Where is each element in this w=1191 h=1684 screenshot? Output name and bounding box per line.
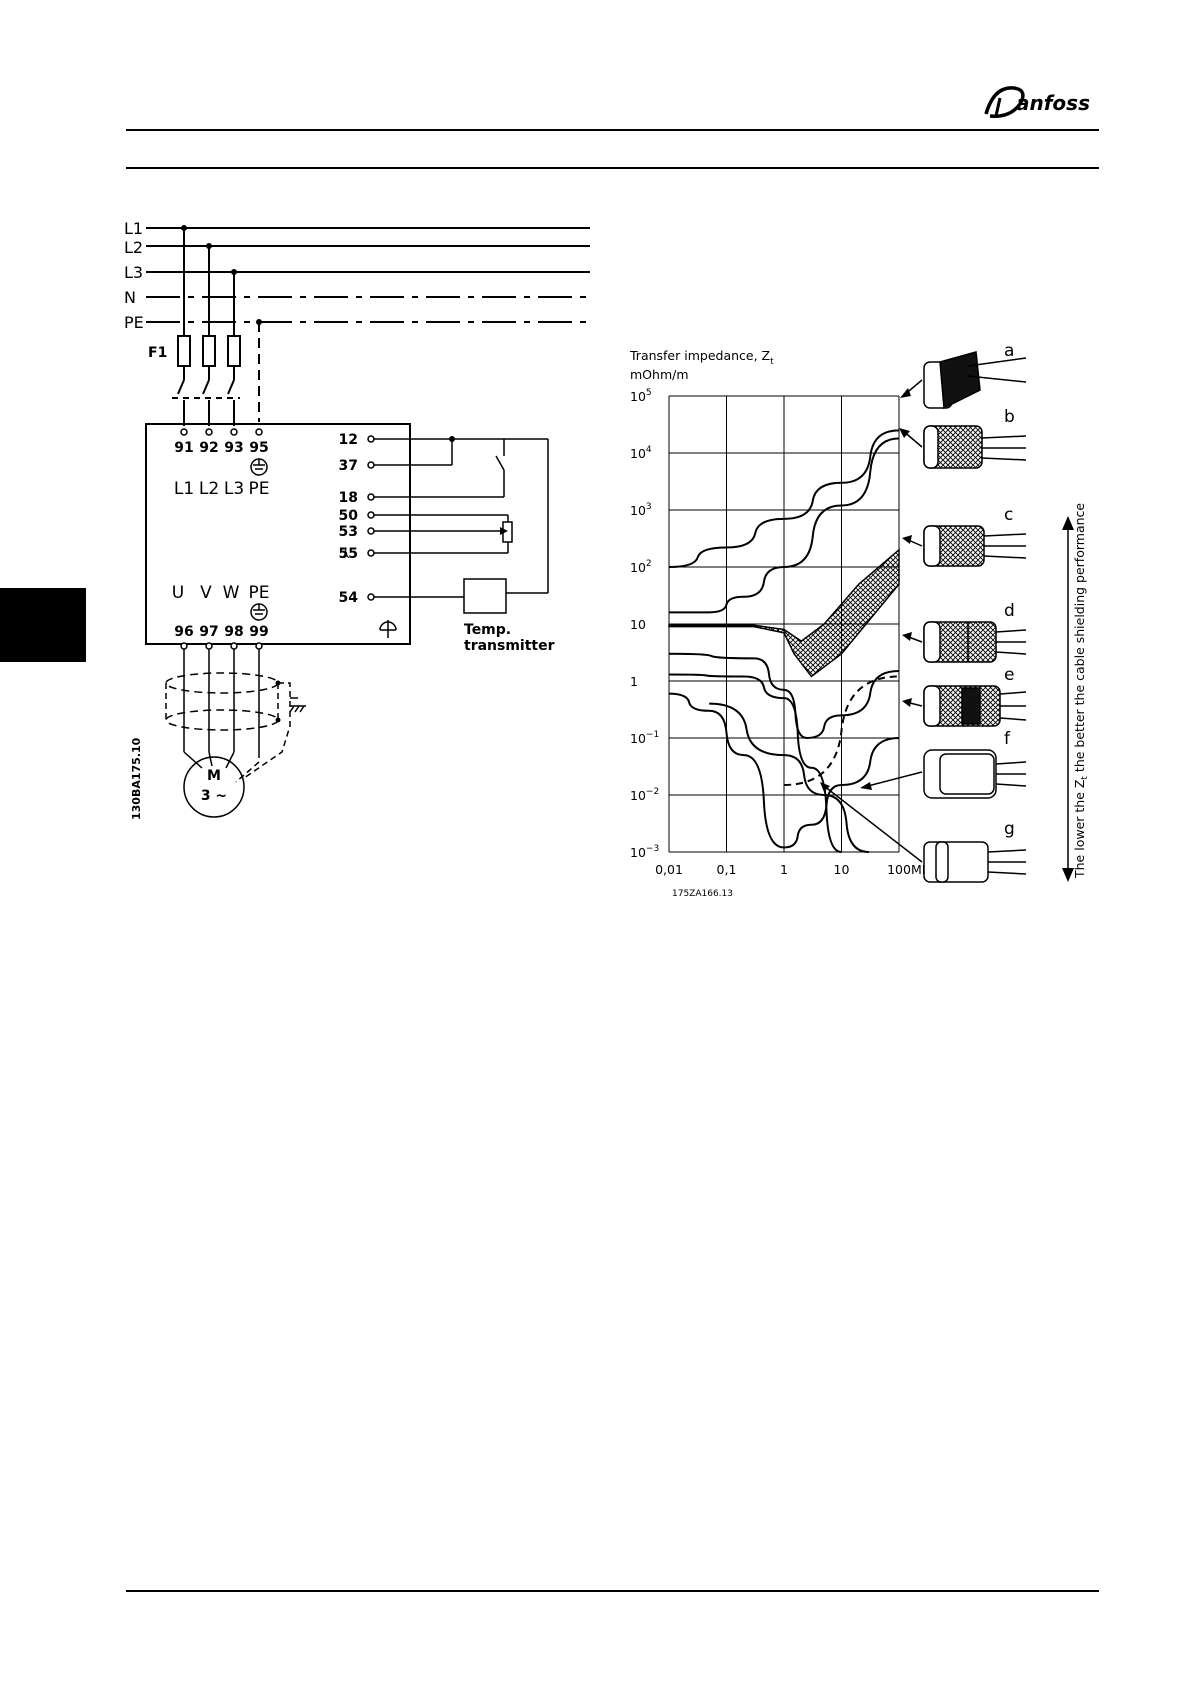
cable-f-icon — [923, 749, 1027, 799]
svg-text:anfoss: anfoss — [1016, 91, 1090, 115]
output-label-u: U — [172, 583, 184, 603]
supply-label-l2: L2 — [124, 238, 143, 257]
fuse-label: F1 — [148, 345, 167, 361]
series-b-line — [669, 437, 900, 614]
terminal-97: 97 — [199, 624, 218, 640]
y-tick-label: 103 — [630, 502, 652, 518]
cable-a-icon — [923, 351, 1027, 410]
wiring-diagram: L1 L2 L3 N PE F — [124, 219, 590, 820]
terminal-53: 53 — [339, 524, 358, 540]
supply-label-l1: L1 — [124, 219, 143, 238]
cable-d-icon — [923, 621, 1027, 663]
x-tick-label: 1 — [780, 862, 788, 877]
header-rule-top — [126, 129, 1099, 131]
input-label-l3: L3 — [224, 479, 244, 499]
output-label-v: V — [200, 583, 212, 603]
series-g-line — [668, 692, 900, 849]
x-tick-label: 0,1 — [717, 862, 737, 877]
ground-icon — [250, 603, 268, 621]
chart-title: Transfer impedance, Zt — [629, 348, 774, 367]
terminal-98: 98 — [224, 624, 243, 640]
wiring-figure-code: 130BA175.10 — [130, 737, 143, 820]
input-label-pe: PE — [249, 479, 270, 499]
chart-figure-code: 175ZA166.13 — [672, 889, 733, 899]
output-label-w: W — [223, 583, 240, 603]
y-tick-label: 10−2 — [630, 787, 659, 803]
x-tick-label: 10 — [834, 862, 850, 877]
terminal-99: 99 — [249, 624, 268, 640]
cable-label-f: f — [1004, 729, 1011, 749]
terminal-50: 50 — [339, 508, 359, 524]
motor-label: M — [207, 768, 221, 784]
y-tick-label: 10−1 — [630, 730, 659, 746]
cable-label-d: d — [1004, 601, 1015, 621]
series-f-dashed-line — [783, 675, 900, 786]
cable-label-g: g — [1004, 819, 1015, 839]
cable-c-icon — [923, 525, 1027, 567]
series-g-tail-line — [709, 702, 869, 853]
terminal-37: 37 — [339, 458, 358, 474]
supply-label-l3: L3 — [124, 263, 143, 282]
terminal-18: 18 — [339, 490, 358, 506]
x-axis-ticks: 0,01 0,1 1 10 100 — [655, 862, 911, 877]
supply-label-pe: PE — [124, 313, 144, 332]
cable-g-icon — [923, 841, 1027, 883]
terminal-12: 12 — [339, 432, 358, 448]
terminal-91: 91 — [174, 440, 193, 456]
common-icon: ⅄ — [341, 547, 350, 561]
x-tick-label: 100 — [887, 862, 911, 877]
terminal-95: 95 — [249, 440, 268, 456]
transmitter-label-1: Temp. — [464, 622, 511, 638]
side-note: The lower the Zt the better the cable sh… — [1072, 503, 1090, 879]
series-a-line — [668, 429, 900, 568]
x-tick-label: 0,01 — [655, 862, 683, 877]
chapter-side-tab — [0, 588, 86, 662]
cable-label-b: b — [1004, 407, 1015, 427]
cable-label-c: c — [1004, 505, 1013, 525]
input-label-l2: L2 — [199, 479, 219, 499]
terminal-93: 93 — [224, 440, 243, 456]
cable-e-icon — [923, 685, 1027, 727]
terminal-54: 54 — [339, 590, 359, 606]
series-c-band — [668, 548, 900, 678]
danfoss-logo: anfoss — [984, 86, 1090, 118]
transfer-impedance-chart: Transfer impedance, Zt mOhm/m 105 104 103 1… — [629, 341, 1090, 899]
y-tick-label: 104 — [630, 445, 652, 461]
y-tick-label: 10−3 — [630, 844, 659, 860]
cable-b-icon — [923, 425, 1027, 469]
y-tick-label: 10 — [630, 617, 646, 632]
motor-phase-label: 3 ~ — [201, 788, 227, 804]
terminal-92: 92 — [199, 440, 218, 456]
input-label-l1: L1 — [174, 479, 194, 499]
ground-icon — [250, 458, 268, 476]
output-label-pe: PE — [249, 583, 270, 603]
y-tick-label: 105 — [630, 388, 652, 404]
supply-label-n: N — [124, 288, 136, 307]
chassis-ground-icon — [379, 620, 397, 638]
y-tick-label: 1 — [630, 674, 638, 689]
terminal-55: 55 — [339, 546, 358, 562]
terminal-96: 96 — [174, 624, 193, 640]
chart-grid — [668, 395, 900, 853]
chart-unit: mOhm/m — [630, 367, 689, 382]
y-tick-label: 102 — [630, 559, 652, 575]
cable-label-e: e — [1004, 665, 1014, 685]
footer-rule — [126, 1590, 1099, 1592]
header-rule-bottom — [126, 167, 1099, 169]
cable-label-a: a — [1004, 341, 1014, 361]
transmitter-label-2: transmitter — [464, 638, 555, 654]
